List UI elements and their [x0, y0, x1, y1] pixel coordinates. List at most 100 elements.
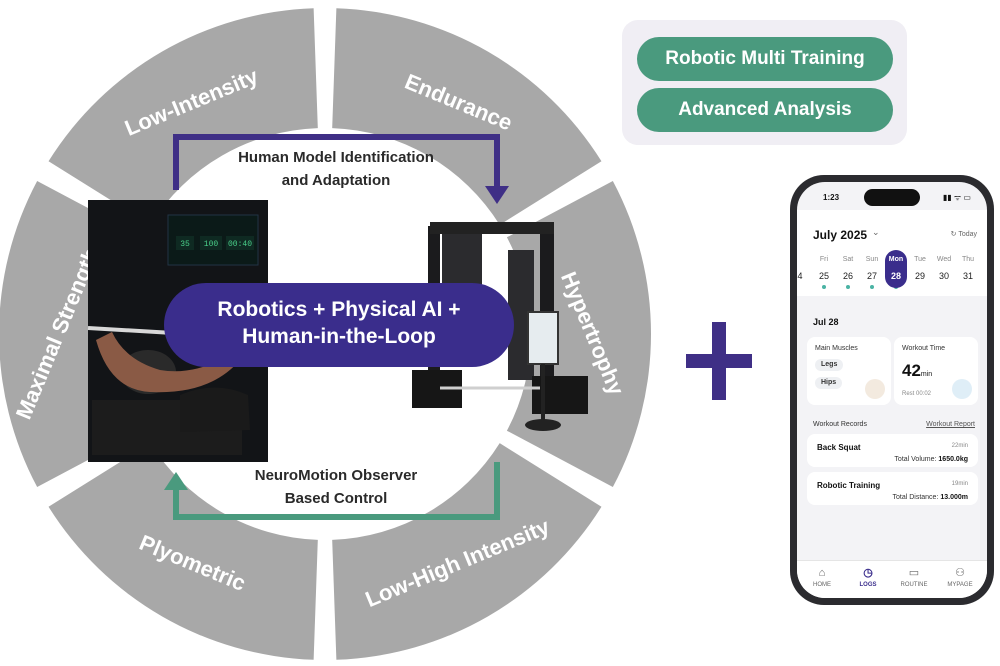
- day-name: [797, 254, 811, 266]
- record-stat: Total Distance: 13.000m: [892, 494, 968, 501]
- record-item[interactable]: Back Squat 22min Total Volume: 1650.0kg: [807, 434, 978, 467]
- tab-home[interactable]: ⌂ HOME: [801, 567, 843, 588]
- main-muscles-card[interactable]: Main Muscles Legs Hips: [807, 337, 891, 405]
- selected-day-highlight: [885, 250, 907, 288]
- day-name: Tue: [914, 256, 926, 263]
- chevron-down-icon[interactable]: ⌄: [872, 227, 880, 237]
- day-name: Sat: [842, 256, 854, 263]
- day-name: Wed: [936, 256, 952, 263]
- record-stat-value: 13.000m: [940, 494, 968, 501]
- month-selector[interactable]: July 2025: [813, 228, 868, 242]
- bottom-loop-arrow: [164, 462, 500, 520]
- calendar-day[interactable]: Mon 28: [885, 250, 907, 289]
- day-name: Sun: [865, 256, 879, 263]
- app-screen: 1:23 ▮▮ ᯤ ▭ July 2025 ⌄ ↻ Today 4 Fri 25 Sa…: [797, 182, 987, 598]
- stopwatch-icon: [952, 379, 972, 399]
- feature-panel: Robotic Multi Training Advanced Analysis: [622, 20, 907, 145]
- workout-minutes: 42: [902, 361, 921, 380]
- workout-unit: min: [920, 371, 933, 378]
- day-date: 28: [890, 271, 901, 281]
- tab-mypage[interactable]: ⚇ MYPAGE: [939, 567, 981, 588]
- workout-dot: [822, 285, 826, 289]
- selected-date: Jul 28: [813, 317, 839, 327]
- day-date: 26: [842, 271, 853, 281]
- day-name: Thu: [961, 256, 975, 263]
- calendar-day[interactable]: Sat 26: [837, 254, 859, 289]
- workout-time-title: Workout Time: [902, 345, 946, 352]
- tab-label: LOGS: [859, 582, 877, 588]
- today-label: Today: [958, 231, 977, 238]
- refresh-icon: ↻: [950, 231, 957, 238]
- record-stat: Total Volume: 1650.0kg: [894, 456, 968, 463]
- status-time: 1:23: [823, 193, 840, 202]
- workout-time-value: 42min: [902, 361, 932, 381]
- home-icon: ⌂: [818, 567, 826, 579]
- loop-top-text-1: Human Model Identification: [238, 149, 434, 166]
- muscle-chip: Hips: [815, 377, 843, 389]
- record-duration: 19min: [951, 481, 968, 487]
- rest-time: Rest 00:02: [902, 391, 932, 397]
- center-concept-pill: [164, 283, 514, 367]
- plus-sign-horizontal: [686, 354, 752, 368]
- wheel-segment-low-high-intensity: [332, 443, 602, 660]
- wheel-segment-endurance: [332, 8, 602, 225]
- today-button[interactable]: ↻ Today: [951, 230, 977, 238]
- record-name: Robotic Training: [817, 481, 881, 490]
- day-name: Fri: [819, 256, 829, 263]
- scoreboard-value-2: 100: [204, 240, 219, 249]
- smartphone-mockup: 1:23 ▮▮ ᯤ ▭ July 2025 ⌄ ↻ Today 4 Fri 25 Sa…: [790, 175, 994, 605]
- day-date: 30: [938, 271, 949, 281]
- calendar-day[interactable]: Tue 29: [909, 254, 931, 281]
- day-date: 4: [797, 271, 803, 281]
- record-duration: 22min: [951, 443, 968, 449]
- calendar-day[interactable]: Thu 31: [957, 254, 979, 281]
- feature-advanced-analysis: Advanced Analysis: [637, 88, 893, 132]
- calendar-day[interactable]: Sun 27: [861, 254, 883, 289]
- calendar-strip: July 2025 ⌄ ↻ Today 4 Fri 25 Sat 26 Sun 27 Mon 2…: [797, 210, 987, 296]
- day-name: Mon: [888, 256, 904, 263]
- workout-report-link[interactable]: Workout Report: [926, 421, 975, 428]
- phone-notch: [864, 189, 920, 206]
- workout-dot: [846, 285, 850, 289]
- tab-label: HOME: [813, 582, 831, 588]
- top-loop-arrow: [173, 134, 509, 204]
- status-icons: ▮▮ ᯤ ▭: [942, 193, 971, 202]
- routine-icon: ▭: [908, 567, 920, 579]
- muscle-chip: Legs: [815, 359, 844, 371]
- loop-bottom-text-1: NeuroMotion Observer: [255, 467, 418, 484]
- record-name: Back Squat: [817, 443, 861, 452]
- workout-time-card[interactable]: Workout Time 42min Rest 00:02: [894, 337, 978, 405]
- main-muscles-title: Main Muscles: [815, 345, 858, 352]
- record-item[interactable]: Robotic Training 19min Total Distance: 1…: [807, 472, 978, 505]
- tab-routine[interactable]: ▭ ROUTINE: [893, 567, 935, 588]
- calendar-day[interactable]: Wed 30: [933, 254, 955, 281]
- wheel-segment-plyometric: [48, 443, 318, 660]
- muscle-icon: [865, 379, 885, 399]
- center-pill-text-1: Robotics + Physical AI +: [217, 298, 460, 321]
- calendar-day[interactable]: Fri 25: [813, 254, 835, 289]
- record-stat-label: Total Distance:: [892, 494, 939, 501]
- tab-label: ROUTINE: [900, 582, 928, 588]
- workout-records-title: Workout Records: [813, 421, 867, 428]
- loop-bottom-text-2: Based Control: [285, 490, 388, 507]
- person-icon: ⚇: [955, 567, 965, 579]
- stopwatch-icon: ◷: [863, 567, 873, 579]
- tab-label: MYPAGE: [947, 582, 973, 588]
- feature-robotic-multi-training: Robotic Multi Training: [637, 37, 893, 81]
- day-date: 25: [818, 271, 829, 281]
- record-stat-value: 1650.0kg: [938, 456, 968, 463]
- scoreboard-value-1: 35: [180, 240, 190, 249]
- day-date: 31: [962, 271, 973, 281]
- loop-top-text-2: and Adaptation: [282, 172, 391, 189]
- wheel-segment-low-intensity: [48, 8, 318, 225]
- tab-logs[interactable]: ◷ LOGS: [847, 567, 889, 588]
- day-date: 27: [866, 271, 877, 281]
- center-pill-text-2: Human-in-the-Loop: [242, 325, 436, 348]
- scoreboard-value-3: 00:40: [228, 240, 252, 249]
- day-date: 29: [914, 271, 925, 281]
- bottom-tab-bar: ⌂ HOME ◷ LOGS ▭ ROUTINE ⚇ MYPAGE: [797, 560, 987, 598]
- workout-dot: [870, 285, 874, 289]
- calendar-day[interactable]: 4: [797, 254, 811, 281]
- record-stat-label: Total Volume:: [894, 456, 937, 463]
